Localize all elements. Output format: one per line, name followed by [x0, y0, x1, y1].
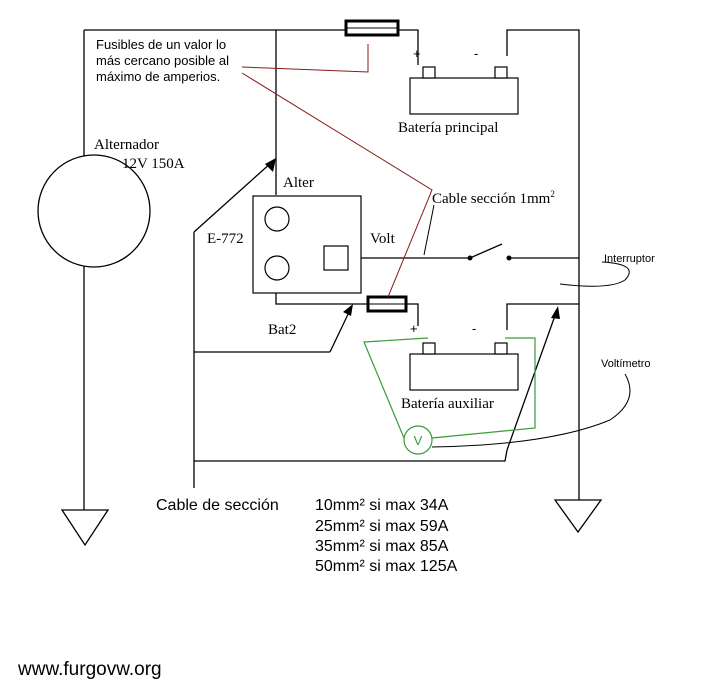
cable-row-4: 50mm² si max 125A: [315, 558, 458, 575]
callout-pointers: [423, 204, 631, 448]
main-wiring: [83, 29, 580, 510]
text-labels: Fusibles de un valor lo más cercano posi…: [17, 37, 655, 680]
switch-contact-left: [467, 255, 473, 261]
bat2-label: Bat2: [268, 322, 296, 338]
wire-bottom: [194, 449, 508, 462]
main-minus: -: [474, 46, 478, 61]
website-label: www.furgovw.org: [17, 659, 162, 680]
cable-row-2: 25mm² si max 59A: [315, 518, 449, 535]
voltmeter-wiring: [363, 337, 536, 439]
volt-label: Volt: [370, 231, 396, 247]
alter-label: Alter: [283, 175, 314, 191]
cable-section-label: Cable sección 1mm2: [432, 189, 555, 207]
fuse-note-line2: más cercano posible al: [96, 53, 229, 68]
switch-contact-right: [506, 255, 512, 261]
voltmeter-symbol: [403, 425, 433, 455]
fuse-aux: [366, 295, 408, 313]
ground-left: [60, 509, 110, 547]
main-plus: +: [413, 46, 421, 61]
fuse-main: [344, 19, 400, 37]
ground-right: [553, 499, 603, 534]
voltmeter-v: V: [414, 433, 423, 448]
cable-row-3: 35mm² si max 85A: [315, 538, 449, 555]
wire-right-vertical: [506, 29, 580, 500]
arrow-head-aux-neg: [551, 306, 560, 319]
aux-plus: +: [410, 321, 418, 336]
arrow-heads: [265, 158, 560, 319]
arrow-head-bat2: [343, 304, 353, 316]
main-battery-symbol: [409, 66, 519, 115]
wire-aux-negative: [506, 303, 579, 330]
aux-battery-symbol: [409, 342, 519, 391]
fuse-note-pointer-aux: [241, 72, 433, 298]
cable-row-1: 10mm² si max 34A: [315, 497, 449, 514]
annotation-lines: [241, 44, 433, 298]
fuse-note-line1: Fusibles de un valor lo: [96, 37, 226, 52]
alternator-rating: 12V 150A: [122, 156, 185, 172]
fuse-note-line3: máximo de amperios.: [96, 69, 220, 84]
alternator-label: Alternador: [94, 137, 159, 153]
switch-blade: [469, 243, 503, 259]
arrow-head-alter: [265, 158, 276, 172]
relay-e772: [252, 195, 362, 294]
fuse-note-pointer: [241, 44, 369, 73]
wire-top-right: [398, 29, 419, 65]
wire-bat2: [275, 293, 368, 305]
cable-table-title: Cable de sección: [156, 497, 279, 514]
main-battery-label: Batería principal: [398, 120, 498, 136]
aux-minus: -: [472, 321, 476, 336]
interruptor-label: Interruptor: [604, 253, 655, 265]
voltimetro-label: Voltímetro: [601, 358, 651, 370]
alternator-symbol: [37, 154, 151, 268]
relay-model-label: E-772: [207, 231, 244, 247]
wire-aux-fuse-right: [406, 303, 419, 326]
aux-battery-label: Batería auxiliar: [401, 396, 494, 412]
